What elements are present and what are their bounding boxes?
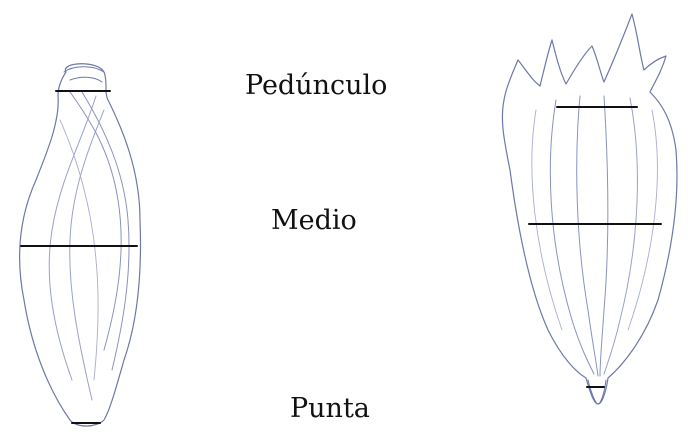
left-fruit-rib xyxy=(82,92,129,370)
right-fruit-rib xyxy=(600,96,608,376)
right-fruit-sepals xyxy=(518,14,666,92)
tip-label: Punta xyxy=(290,393,370,424)
right-fruit-rib xyxy=(628,110,657,330)
right-fruit-rib xyxy=(532,110,562,330)
right-fruit-sketch xyxy=(502,14,677,404)
left-fruit-sketch xyxy=(20,64,141,426)
right-fruit-rib xyxy=(577,96,598,376)
right-fruit-rib xyxy=(550,100,594,374)
right-fruit-outline xyxy=(502,60,677,404)
left-fruit-cap xyxy=(64,67,104,82)
peduncle-label: Pedúnculo xyxy=(245,70,387,101)
right-fruit-rib xyxy=(604,98,637,374)
middle-label: Medio xyxy=(271,205,357,236)
left-fruit-rib xyxy=(49,96,96,380)
left-fruit-outline xyxy=(20,64,141,426)
